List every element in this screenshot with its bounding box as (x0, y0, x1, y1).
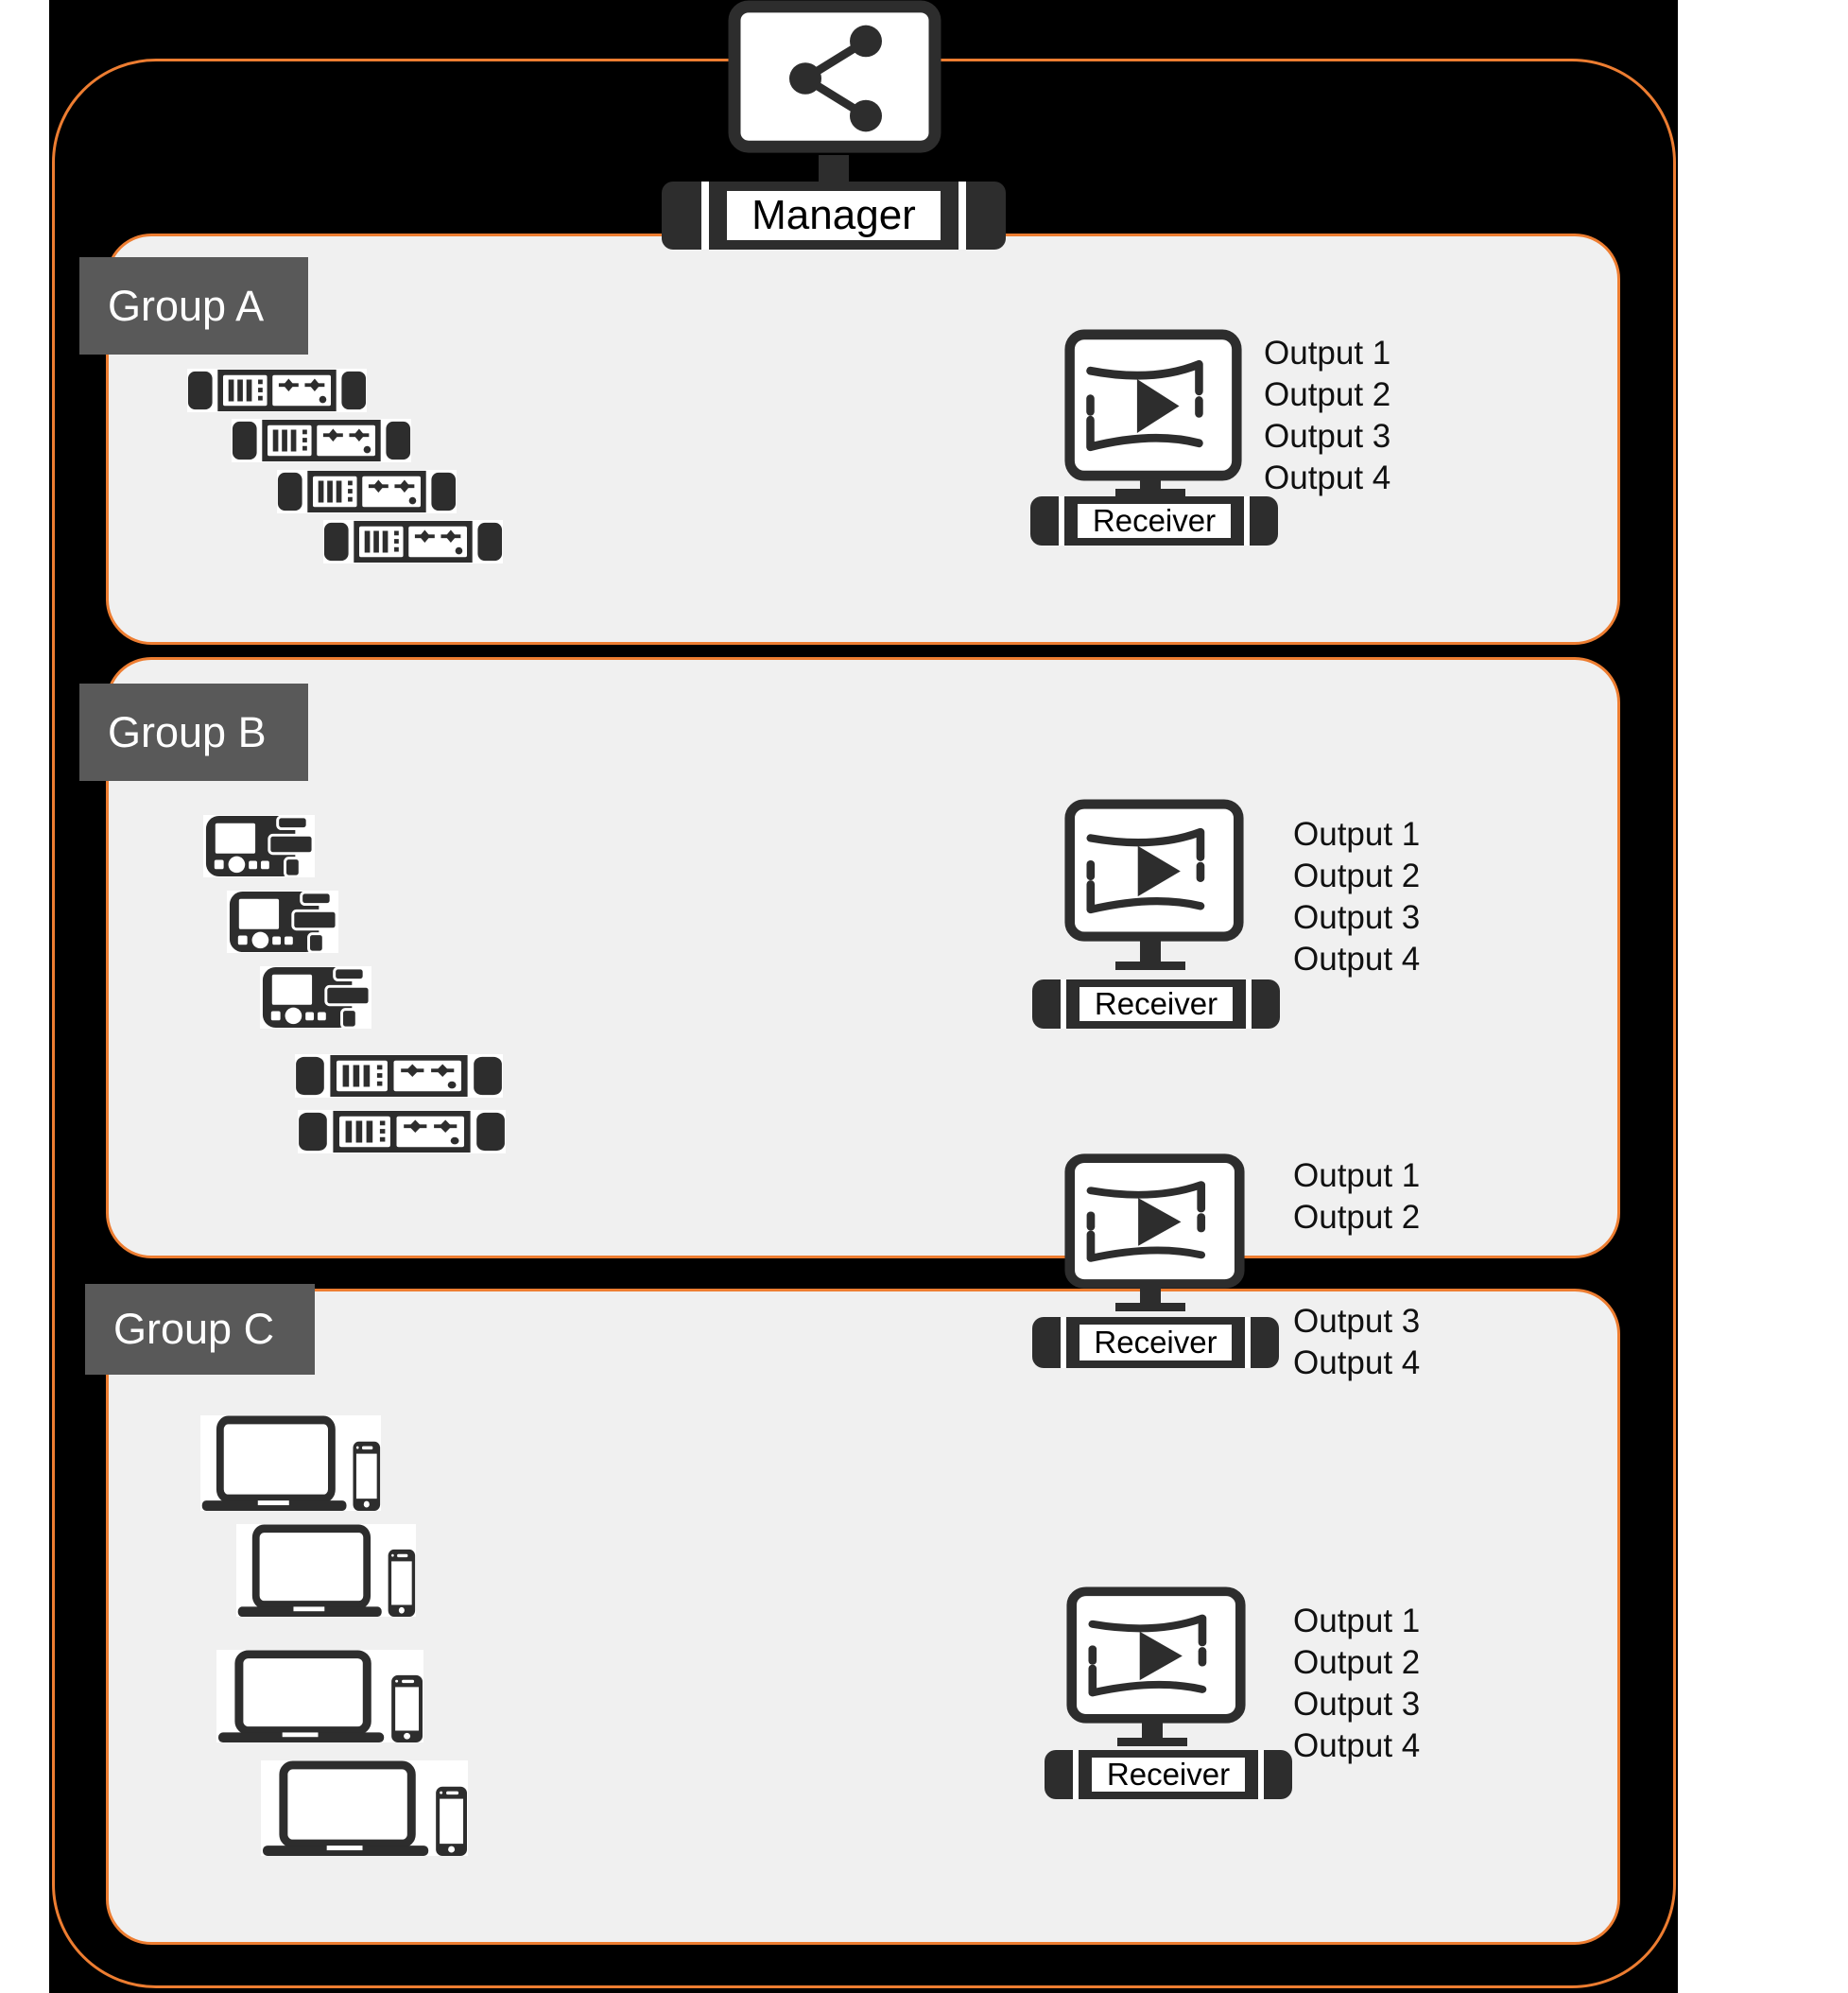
receiver-label: Receiver (1088, 1754, 1249, 1795)
group-a-label: Group A (79, 257, 308, 355)
output-item: Output 4 (1293, 941, 1421, 978)
rack-encoder-icon (277, 470, 457, 513)
receiver-label-text: Receiver (1092, 503, 1217, 538)
output-item: Output 3 (1293, 1303, 1421, 1340)
receiver-name-plate: Receiver (1032, 979, 1280, 1029)
laptop-phone-icon (200, 1415, 381, 1511)
output-item: Output 3 (1264, 418, 1391, 455)
portable-encoder-icon (227, 891, 338, 953)
receiver-label-text: Receiver (1106, 1757, 1231, 1792)
group-b-panel (106, 657, 1620, 1258)
receiver-name-plate: Receiver (1030, 496, 1278, 546)
rack-encoder-icon (232, 419, 411, 462)
manager-stand (819, 155, 849, 183)
receiver-stand (1140, 1288, 1161, 1305)
rack-encoder-icon (187, 369, 367, 412)
manager-monitor-icon (726, 0, 943, 159)
laptop-phone-icon (236, 1524, 416, 1617)
share-icon (797, 116, 804, 117)
output-item: Output 2 (1264, 376, 1391, 413)
output-list: Output 1 Output 2 Output 3 Output 4 (1264, 333, 1390, 499)
plate-slit (1073, 1750, 1079, 1799)
output-item: Output 1 (1293, 1157, 1421, 1194)
output-item: Output 3 (1293, 899, 1421, 936)
output-list: Output 3 Output 4 (1293, 1301, 1420, 1384)
plate-slit (1245, 1317, 1251, 1368)
plate-slit (1061, 1317, 1066, 1368)
output-list: Output 1 Output 2 (1293, 1155, 1420, 1239)
group-c-label: Group C (85, 1284, 315, 1375)
receiver-monitor-icon (1063, 799, 1245, 943)
output-item: Output 4 (1293, 1344, 1421, 1381)
receiver-monitor-icon (1063, 1153, 1246, 1290)
plate-slit (1246, 979, 1252, 1029)
output-list: Output 1 Output 2 Output 3 Output 4 (1293, 814, 1420, 980)
receiver-stand-base (1115, 489, 1185, 497)
output-item: Output 4 (1264, 459, 1391, 496)
output-item: Output 1 (1293, 1603, 1421, 1639)
laptop-phone-icon (216, 1650, 423, 1742)
rack-encoder-icon (298, 1110, 506, 1153)
receiver-name-plate: Receiver (1045, 1750, 1292, 1799)
receiver-label: Receiver (1076, 1321, 1235, 1364)
group-c-label-text: Group C (113, 1305, 275, 1353)
receiver-label: Receiver (1076, 983, 1236, 1025)
group-b-label: Group B (79, 684, 308, 781)
rack-encoder-icon (295, 1054, 503, 1098)
manager-label-text: Manager (751, 192, 916, 238)
portable-encoder-icon (203, 815, 315, 877)
receiver-stand-base (1117, 1738, 1187, 1746)
output-item: Output 3 (1293, 1686, 1421, 1723)
receiver-monitor-icon (1065, 1586, 1247, 1724)
output-item: Output 1 (1293, 816, 1421, 853)
receiver-label-text: Receiver (1094, 1325, 1218, 1360)
receiver-name-plate: Receiver (1032, 1317, 1279, 1368)
rack-encoder-icon (323, 520, 503, 563)
output-list: Output 1 Output 2 Output 3 Output 4 (1293, 1601, 1420, 1767)
receiver-monitor-icon (1063, 329, 1243, 482)
receiver-stand (1142, 1723, 1163, 1740)
output-item: Output 2 (1293, 858, 1421, 894)
receiver-label: Receiver (1074, 500, 1235, 542)
plate-slit (1258, 1750, 1264, 1799)
laptop-phone-icon (261, 1760, 468, 1856)
receiver-stand-base (1115, 962, 1185, 970)
plate-slit (1059, 496, 1064, 546)
plate-slit (1061, 979, 1066, 1029)
portable-encoder-icon (260, 966, 371, 1029)
group-b-label-text: Group B (108, 707, 267, 756)
manager-label: Manager (722, 186, 945, 245)
receiver-stand-base (1115, 1303, 1185, 1311)
output-item: Output 1 (1264, 335, 1391, 372)
receiver-stand (1140, 941, 1161, 962)
manager-name-plate: Manager (662, 182, 1006, 250)
output-item: Output 2 (1293, 1644, 1421, 1681)
receiver-label-text: Receiver (1094, 986, 1218, 1021)
group-a-label-text: Group A (108, 281, 265, 330)
plate-slit (959, 182, 966, 250)
plate-slit (1244, 496, 1250, 546)
output-item: Output 4 (1293, 1727, 1421, 1764)
plate-slit (701, 182, 709, 250)
output-item: Output 2 (1293, 1199, 1421, 1236)
